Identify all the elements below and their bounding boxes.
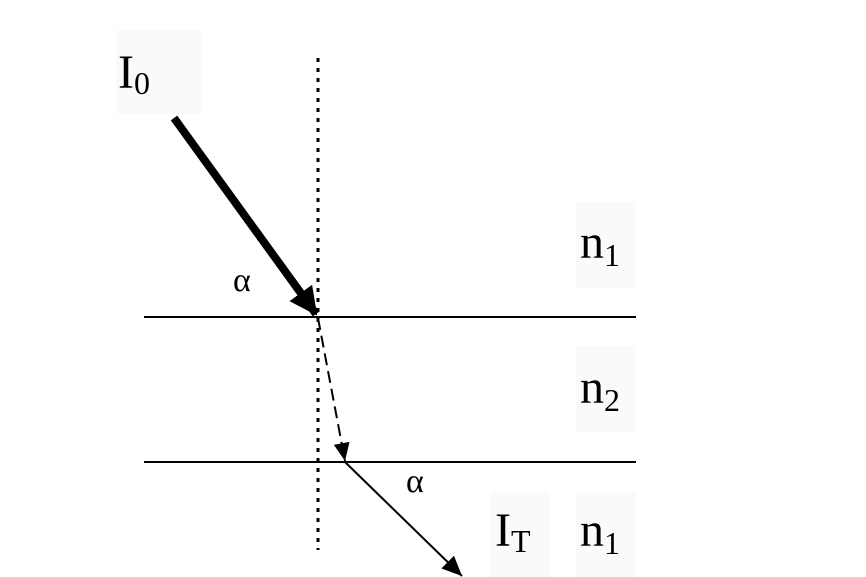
medium-middle-label: n2 <box>580 361 620 418</box>
transmitted-beam-arrow <box>344 461 463 577</box>
medium-bottom-label: n1 <box>580 504 620 561</box>
refracted-beam-arrow <box>317 317 350 462</box>
medium-top-label-background <box>576 202 636 288</box>
medium-bottom-label-background <box>576 492 636 577</box>
incident-label-background <box>116 30 202 114</box>
exit-angle-label: α <box>406 463 424 500</box>
transmitted-beam-label: IT <box>495 504 531 559</box>
incident-beam-arrow <box>170 115 320 317</box>
incident-angle-label: α <box>233 262 251 299</box>
incident-beam-label: I0 <box>118 46 150 101</box>
transmitted-label-background <box>490 492 550 577</box>
medium-middle-label-background <box>576 346 636 432</box>
medium-top-label: n1 <box>580 216 620 273</box>
